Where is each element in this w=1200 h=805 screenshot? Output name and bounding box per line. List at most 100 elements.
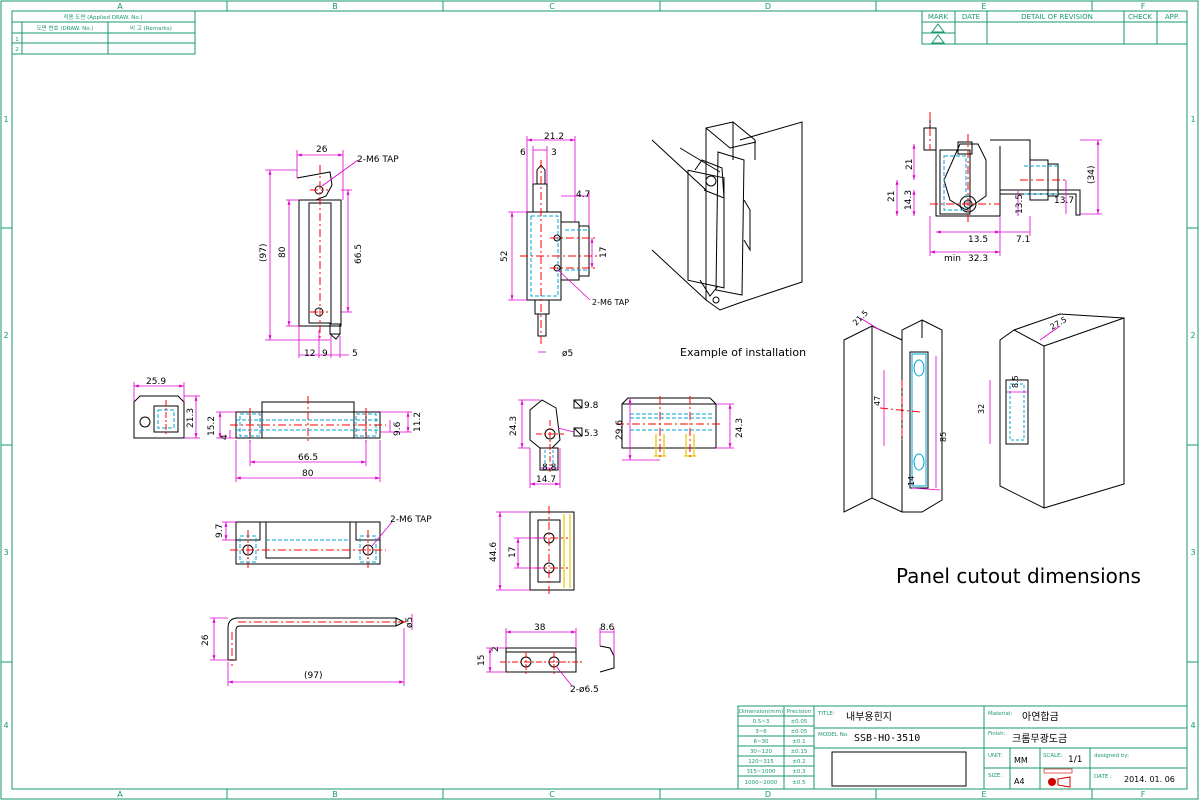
dim-top-80: 80 — [302, 469, 314, 479]
tol-value: ±0.05 — [791, 729, 808, 735]
dim-panel2-85: 8.5 — [1011, 375, 1020, 388]
dim-panel2-32: 32 — [977, 404, 986, 414]
tol-value: ±0.1 — [792, 739, 805, 745]
col-label-bottom: C — [549, 790, 555, 799]
dim-block-296: 29.6 — [615, 420, 625, 440]
panel-cutout-right: 27.5 32 8.5 — [977, 313, 1125, 509]
tol-value: ±0.2 — [792, 759, 805, 765]
row-label-right: 1 — [1190, 115, 1195, 124]
tol-range: 6~30 — [753, 739, 769, 745]
dim-top-96: 9.6 — [393, 421, 403, 436]
tol-range: 120~315 — [748, 759, 774, 765]
front-view: 26 (97) 80 66.5 12 9 5 2-M6 TAP — [259, 145, 399, 359]
bottom-view: 9.7 2-M6 TAP — [215, 515, 432, 568]
label-side-tap: 2-M6 TAP — [592, 298, 629, 307]
col-label-top: C — [549, 2, 555, 11]
tol-range: 30~120 — [750, 749, 773, 755]
dim-front-97: (97) — [259, 244, 269, 262]
pin-view: 26 ø5 (97) — [201, 614, 415, 686]
scale-label: SCALE: — [1043, 753, 1063, 759]
dim-plate-446: 44.6 — [489, 542, 499, 562]
unit-value: MM — [1014, 756, 1028, 765]
tol-range: 315~1000 — [746, 769, 776, 775]
dim-side-17: 17 — [599, 247, 609, 258]
applied-table-col1: 도면 번호 (DRAW. No.) — [37, 24, 94, 32]
applied-table-header: 적용 도면 (Applied DRAW. No.) — [63, 13, 142, 21]
tol-value: ±0.15 — [791, 749, 808, 755]
dim-iso-143: 14.3 — [904, 190, 914, 210]
dim-iso-137: 13.7 — [1054, 196, 1074, 206]
tol-range: 3~6 — [755, 729, 767, 735]
tol-prec-header: Precision — [787, 709, 812, 715]
designed-label: designed by: — [1094, 753, 1129, 759]
dim-side-47: 4.7 — [576, 190, 590, 200]
model-label: MODEL No. — [818, 732, 849, 738]
panel-cutout-left: 21.5 47 85 14 — [843, 308, 948, 513]
revision-triangle-icon — [931, 23, 945, 44]
dim-front-665: 66.5 — [354, 244, 364, 264]
dim-front-b9: 9 — [322, 349, 328, 359]
dim-bottom-97: 9.7 — [215, 524, 225, 538]
dim-plate-17: 17 — [508, 547, 518, 558]
revision-check-header: CHECK — [1128, 13, 1152, 21]
tol-value: ±0.3 — [792, 769, 806, 775]
dim-iso-71: 7.1 — [1016, 235, 1030, 245]
dim-part-88: 8.8 — [542, 463, 557, 473]
dim-strip-86: 8.6 — [600, 623, 615, 633]
top-view: 15.2 4 11.2 9.6 66.5 80 — [207, 396, 423, 482]
dim-strip-15: 15 — [477, 655, 487, 666]
tol-range: 0.5~3 — [753, 719, 770, 725]
dim-pin-d5: ø5 — [405, 617, 415, 628]
dim-top-4: 4 — [220, 434, 230, 440]
hinge-detail-view: 21 21 14.3 13.5 13.5 13.7 (34) 7.1 min 3… — [887, 112, 1102, 264]
label-installation: Example of installation — [680, 346, 806, 359]
dim-side-3: 3 — [551, 148, 557, 158]
row-label-left: 2 — [3, 331, 8, 340]
dim-strip-38: 38 — [534, 623, 546, 633]
dim-iso-323: 32.3 — [968, 254, 988, 264]
finish-label: Finish: — [988, 731, 1006, 737]
dim-top-112: 11.2 — [413, 412, 423, 432]
size-value: A4 — [1014, 777, 1025, 786]
finish-value: 크롬무광도금 — [1012, 733, 1067, 745]
dim-iso-34: (34) — [1087, 166, 1097, 184]
dim-panel-85: 85 — [939, 432, 948, 442]
dim-panel-215: 21.5 — [851, 308, 870, 327]
col-label-top: A — [117, 2, 123, 11]
col-label-top: E — [981, 2, 986, 11]
dim-iso-135b: 13.5 — [1015, 194, 1025, 214]
dim-panel-14: 14 — [907, 476, 916, 486]
row-label-left: 1 — [3, 115, 8, 124]
row-label-right: 3 — [1190, 548, 1195, 557]
col-label-bottom: B — [332, 790, 338, 799]
material-label: Material: — [988, 711, 1012, 717]
applied-table-row: 2 — [15, 47, 19, 53]
end-view: 25.9 21.3 — [133, 377, 200, 439]
revision-detail-header: DETAIL OF REVISION — [1021, 13, 1093, 21]
strip-view: 38 15 2 8.6 2-ø6.5 — [477, 623, 615, 695]
title-block-image-box — [831, 751, 967, 787]
knuckle-part-view: 24.3 9.8 5.3 8.8 14.7 — [509, 399, 599, 488]
col-label-top: B — [332, 2, 338, 11]
date-value: 2014. 01. 06 — [1124, 775, 1175, 784]
dim-part-243: 24.3 — [509, 416, 519, 436]
dim-end-259: 25.9 — [146, 377, 166, 387]
dim-front-80: 80 — [278, 246, 288, 258]
row-label-left: 4 — [3, 721, 8, 730]
installation-example: Example of installation — [651, 121, 806, 359]
dim-part-147: 14.7 — [536, 475, 556, 485]
grid-labels: A B C D E F A B C D E F 1 2 3 4 1 2 3 4 — [3, 2, 1195, 799]
dim-pin-97: (97) — [304, 671, 322, 681]
dim-iso-21b: 21 — [887, 191, 897, 202]
block-view: 29.6 24.3 — [615, 396, 745, 461]
scale-value: 1/1 — [1068, 755, 1082, 765]
dim-front-b12: 12 — [304, 349, 315, 359]
dim-strip-2: 2 — [491, 646, 501, 652]
tol-value: ±0.05 — [791, 719, 808, 725]
tol-range: 1000~2000 — [745, 780, 778, 786]
dim-side-6: 6 — [520, 148, 526, 158]
tol-value: ±0.5 — [792, 780, 806, 786]
dim-panel2-275: 27.5 — [1049, 315, 1069, 332]
dim-end-213: 21.3 — [186, 408, 196, 428]
